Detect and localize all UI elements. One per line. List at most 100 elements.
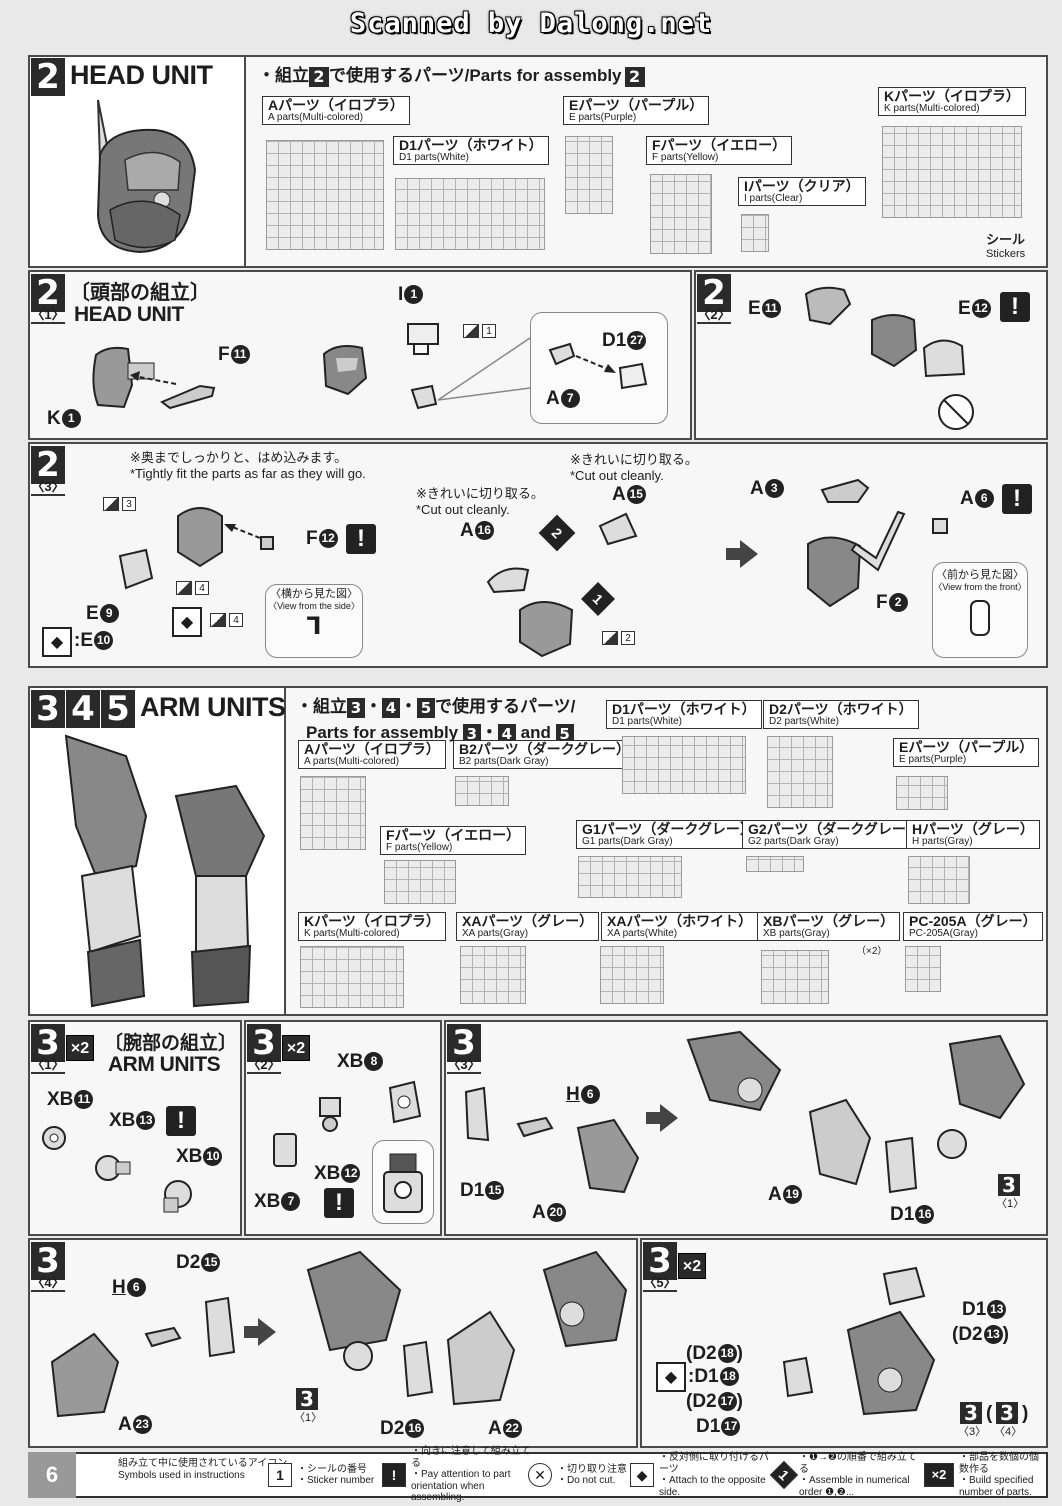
part-d2-16 — [402, 1340, 434, 1398]
note-cut-cleanly-2: ※きれいに切り取る。*Cut out cleanly. — [570, 452, 698, 483]
step2-2-panel — [694, 270, 1048, 440]
sticker-1: 1 — [463, 324, 496, 338]
step3-5-x2-badge: ×2 — [678, 1253, 706, 1279]
part-a22 — [446, 1310, 516, 1406]
arm-runner-g2 — [746, 856, 804, 872]
sticker-3: 3 — [103, 497, 136, 511]
runner-i — [741, 214, 769, 252]
head-inner-part — [322, 345, 368, 396]
front-view-callout: 〈前から見た図〉 〈View from the front〉 — [932, 562, 1028, 658]
head-f11-part — [160, 384, 216, 410]
arm-assembly-4 — [306, 1250, 402, 1352]
part-d1-16 — [884, 1136, 918, 1194]
part-xb13 — [95, 1155, 131, 1181]
part-xb-sub-b — [343, 1341, 373, 1371]
part-d2-15 — [204, 1296, 236, 1358]
ref-step3-3: 3 — [960, 1402, 982, 1424]
parts-label-i: Iパーツ（クリア）I parts(Clear) — [738, 177, 866, 207]
step4-number-badge: 4 — [66, 690, 100, 728]
note-tight-fit: ※奥までしっかりと、はめ込みます。*Tightly fit the parts … — [130, 450, 366, 481]
head-i1-part — [407, 323, 439, 355]
runner-e — [565, 136, 613, 214]
part-xb-sub — [937, 1129, 967, 1159]
runner-a — [266, 140, 384, 250]
warning-icon: ! — [1000, 292, 1030, 322]
step3-1-title-en: ARM UNITS — [108, 1053, 221, 1076]
legend-build-specified-number: ×2 ・部品を数個の個数作る・Build specified number of… — [924, 1452, 1043, 1498]
proceed-arrow-4 — [244, 1318, 276, 1346]
arm-parts-label-e: Eパーツ（パープル）E parts(Purple) — [893, 738, 1040, 768]
step3-5-substep: 〈5〉 — [643, 1275, 677, 1292]
step2-title: HEAD UNIT — [70, 60, 213, 90]
arm-runner-b2 — [455, 776, 509, 806]
arm-assembly-3b — [948, 1034, 1026, 1120]
ref-step3-1-sub: 〈1〉 — [996, 1198, 1025, 1210]
part-d1-27 — [618, 362, 648, 390]
step3-1-number: 3 — [31, 1024, 65, 1062]
arm-parts-label-d2: D2パーツ（ホワイト）D2 parts(White) — [763, 700, 919, 730]
step3-2-number: 3 — [247, 1024, 281, 1062]
arm-runner-a — [300, 776, 366, 850]
arm-parts-label-d1: D1パーツ（ホワイト）D1 parts(White) — [606, 700, 762, 730]
part-a16 — [486, 567, 530, 594]
step3-4-substep: 〈4〉 — [31, 1275, 65, 1292]
arm-parts-label-xb: XBパーツ（グレー）XB parts(Gray) — [757, 912, 901, 942]
arm-runner-f — [384, 860, 456, 904]
scanner-watermark: Scanned by Dalong.net — [349, 8, 713, 39]
arm-parts-label-xa-white: XAパーツ（ホワイト）XA parts(White) — [601, 912, 759, 942]
part-a7 — [548, 342, 576, 366]
step2-1-title-jp: 〔頭部の組立〕 — [70, 282, 210, 304]
step2-3-number: 2 — [31, 446, 65, 484]
sticker-2: 2 — [602, 631, 635, 645]
legend-opposite-side: ◆ ・反対側に取り付けるパーツ・Attach to the opposite s… — [630, 1452, 769, 1498]
runner-k — [882, 126, 1022, 218]
arm-parts-label-g2: G2パーツ（ダークグレー）G2 parts(Dark Gray) — [742, 820, 926, 850]
page-number: 6 — [28, 1452, 76, 1498]
head-k1-part — [92, 346, 155, 409]
part-a3 — [820, 478, 870, 503]
step2-number: 2 — [31, 58, 65, 96]
callout-wedge — [437, 337, 531, 401]
part-h6 — [516, 1116, 554, 1138]
step2-1-title-en: HEAD UNIT — [74, 303, 184, 326]
assembly-arrow-3 — [224, 524, 261, 539]
opposite-side-icon-2: ◆ — [172, 607, 202, 637]
opposite-side-icon: ◆ — [42, 627, 72, 657]
arm-runner-h — [908, 856, 970, 904]
arm-runner-xa-gray — [460, 946, 526, 1004]
do-not-cut-icon — [938, 394, 974, 430]
part-h6-b — [144, 1326, 182, 1348]
ref-step3-1-b: 3 — [296, 1388, 318, 1410]
legend-numerical-order: 1 ・❶→❷の順番で組み立てる・Assemble in numerical or… — [769, 1452, 917, 1498]
head-assembly-4 — [519, 601, 574, 658]
part-xb8 — [388, 1080, 422, 1124]
xb-detail — [383, 1153, 423, 1213]
ref-paren-open: ( — [986, 1403, 993, 1424]
stickers-label: シール Stickers — [986, 232, 1026, 260]
